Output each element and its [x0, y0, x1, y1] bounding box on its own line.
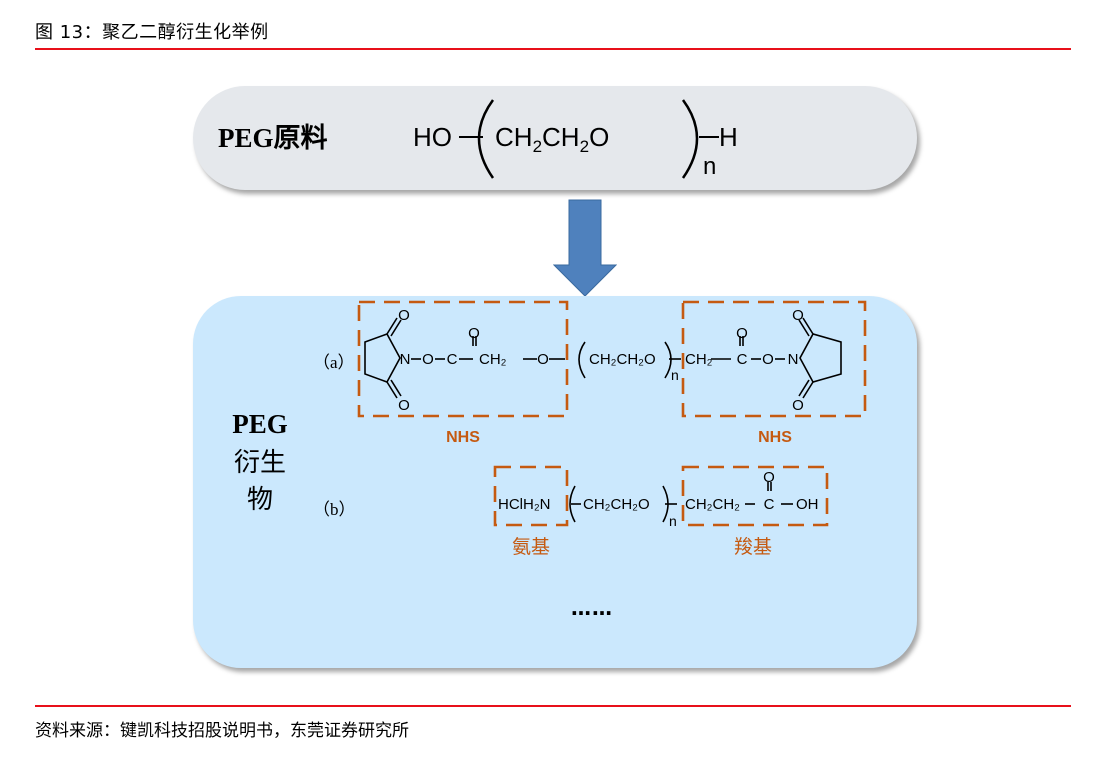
carboxyl-label: 羧基 [734, 536, 772, 558]
formula-h: H [719, 122, 738, 152]
amine-label: 氨基 [512, 536, 550, 558]
subscript-n: n [671, 367, 679, 383]
nhs-label-right: NHS [758, 429, 792, 446]
open-paren [578, 341, 586, 379]
derivatives-title: PEG 衍生物 [223, 409, 297, 516]
group-ch2: CH₂ [685, 351, 713, 368]
atom-c: C [447, 351, 458, 368]
atom-o: O [537, 351, 549, 368]
carbonyl-bond [802, 317, 814, 335]
repeat-unit: CH₂CH₂O [583, 496, 650, 513]
group-ch2: CH₂ [479, 351, 507, 368]
atom-o: O [762, 351, 774, 368]
atom-o: O [736, 325, 748, 342]
carbonyl-bond [386, 381, 398, 399]
row-label-b: （b） [313, 500, 356, 519]
peg-raw-material-box: PEG原料 HO CH2CH2O n H [193, 86, 917, 190]
atom-o: O [792, 307, 804, 324]
figure-source: 资料来源：键凯科技招股说明书，东莞证券研究所 [35, 721, 409, 741]
acid-chain: CH₂CH₂ [685, 496, 740, 513]
nhs-ring-right [799, 333, 842, 383]
amine-group: HClH₂N [498, 496, 551, 513]
nhs-group-box-right [681, 300, 867, 418]
title-divider [35, 48, 1071, 50]
derivatives-title-line2: 衍生物 [233, 448, 286, 515]
carbonyl-bond [386, 317, 398, 335]
more-derivatives-ellipsis: …… [571, 596, 613, 620]
carboxyl-group-box [681, 465, 829, 527]
atom-n: N [788, 351, 799, 368]
atom-c: C [764, 496, 775, 513]
carbonyl-bond [798, 319, 810, 337]
figure-title: 图 13：聚乙二醇衍生化举例 [35, 22, 269, 43]
open-paren [477, 99, 495, 179]
atom-c: C [737, 351, 748, 368]
nhs-group-box-left [357, 300, 569, 418]
carbonyl-bond [390, 319, 402, 337]
close-paren [681, 99, 699, 179]
derivatives-title-line1: PEG [232, 409, 288, 439]
repeat-unit: CH₂CH₂O [589, 351, 656, 368]
atom-o: O [468, 325, 480, 342]
subscript-n: n [703, 153, 716, 180]
open-paren [569, 485, 576, 523]
carbonyl-bond [802, 381, 814, 399]
down-arrow-icon [553, 199, 617, 297]
row-label-a: （a） [313, 353, 355, 372]
peg-derivatives-box: PEG 衍生物 （a） （b） [193, 296, 917, 668]
hydroxyl-group: OH [796, 496, 819, 513]
subscript-n: n [669, 513, 677, 529]
carbonyl-bond [390, 379, 402, 397]
atom-o: O [422, 351, 434, 368]
nhs-label-left: NHS [446, 429, 480, 446]
amine-group-box [493, 465, 569, 527]
derivative-structures: O O N O O C CH₂ O CH₂CH₂O n CH₂ O C O N … [357, 300, 867, 558]
source-divider [35, 705, 1071, 707]
atom-o: O [398, 397, 410, 414]
peg-formula: HO CH2CH2O n H [413, 99, 738, 180]
carbonyl-bond [798, 379, 810, 397]
nhs-ring-left [364, 333, 401, 383]
atom-o: O [763, 469, 775, 486]
raw-material-label: PEG原料 [218, 123, 328, 153]
atom-o: O [398, 307, 410, 324]
formula-repeat-unit: CH2CH2O [495, 122, 609, 156]
formula-ho: HO [413, 122, 452, 152]
atom-o: O [792, 397, 804, 414]
atom-n: N [400, 351, 411, 368]
